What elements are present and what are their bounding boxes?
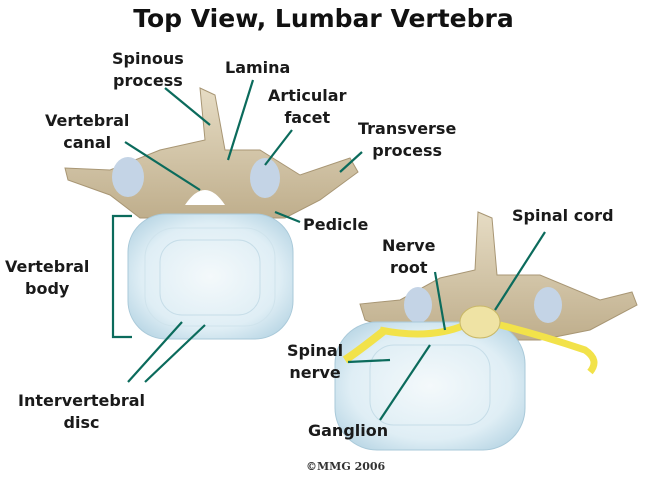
label-line: process: [113, 71, 183, 90]
label-line: Intervertebral: [18, 391, 146, 410]
label-line: root: [389, 258, 428, 277]
right-facet: [250, 158, 280, 198]
label-line: canal: [63, 133, 112, 152]
label-articular-facet: Articular facet: [268, 85, 346, 129]
label-line: disc: [63, 413, 100, 432]
leader-lines: [111, 79, 546, 421]
label-line: process: [372, 141, 443, 160]
label-vertebral-canal: Vertebral canal: [45, 110, 129, 154]
nerve: [379, 321, 598, 375]
label-intervertebral-disc: Intervertebral disc: [18, 390, 145, 434]
label-line: Transverse: [358, 119, 457, 138]
copyright: ©MMG 2006: [306, 460, 386, 473]
label-line: facet: [284, 108, 331, 127]
label-line: Spinous: [112, 49, 184, 68]
label-line: Vertebral: [5, 257, 90, 276]
right-vertebra: [334, 211, 638, 451]
label-line: body: [25, 279, 70, 298]
label-transverse-process: Transverse process: [358, 118, 456, 162]
label-line: Spinal: [287, 341, 344, 360]
label-pedicle: Pedicle: [303, 215, 369, 234]
label-vertebral-body: Vertebral body: [5, 256, 89, 300]
label-ganglion: Ganglion: [308, 421, 389, 440]
label-spinal-nerve: Spinal nerve: [287, 340, 343, 384]
label-line: Vertebral: [45, 111, 130, 130]
label-line: nerve: [289, 363, 341, 382]
vertebral-canal: [185, 190, 225, 205]
spinal-cord: [459, 305, 501, 339]
label-spinous-process: Spinous process: [112, 48, 184, 92]
intervertebral-disc: [127, 213, 294, 340]
left-vertebra: [64, 87, 359, 340]
label-nerve-root: Nerve root: [382, 235, 435, 279]
label-line: Articular: [268, 86, 347, 105]
diagram-title: Top View, Lumbar Vertebra: [133, 4, 514, 33]
label-lamina: Lamina: [225, 58, 291, 77]
label-line: Nerve: [382, 236, 436, 255]
label-spinal-cord: Spinal cord: [512, 206, 614, 225]
left-facet: [112, 157, 144, 197]
